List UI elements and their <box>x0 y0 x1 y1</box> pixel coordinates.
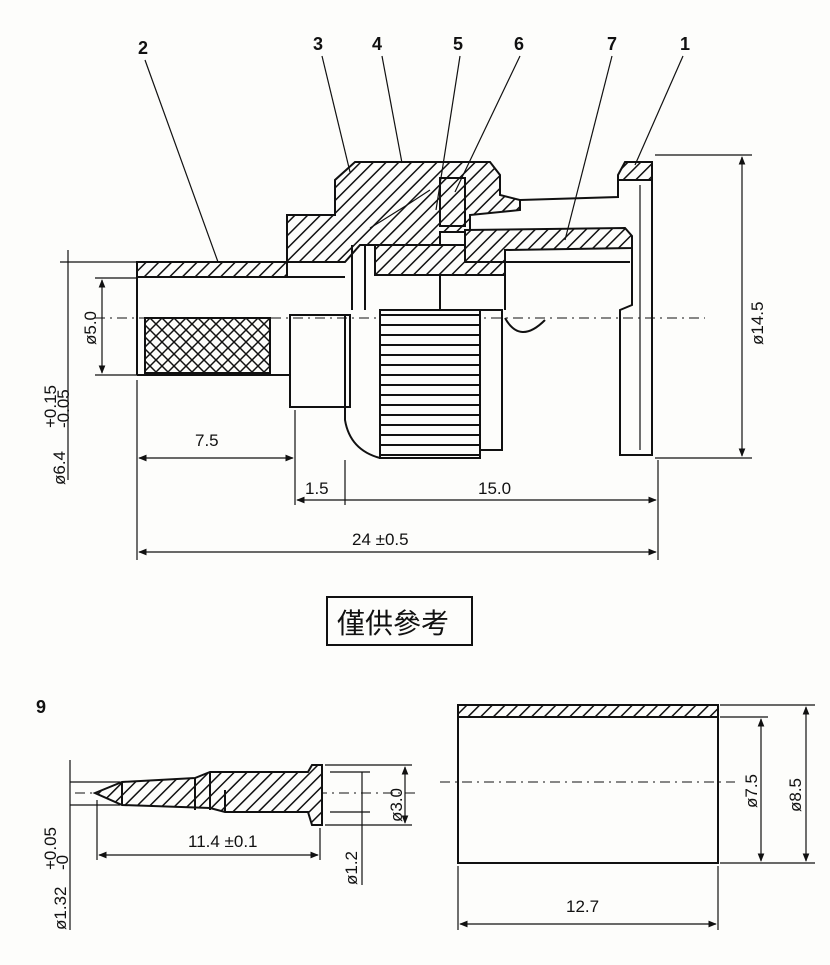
pin-body <box>92 764 323 826</box>
part-label-3: 3 <box>313 34 323 54</box>
dim-outer-dia: ø14.5 <box>748 302 767 345</box>
dim-pin-tip-upper: +0.05 <box>41 827 60 870</box>
sleeve-view: ø7.5 ø8.5 12.7 <box>440 704 815 930</box>
part-label-2: 2 <box>138 38 148 58</box>
dim-inner-dia: ø5.0 <box>81 311 100 345</box>
dim-tol-lower: -0.05 <box>54 389 73 428</box>
dim-tol-upper: +0.15 <box>41 385 60 428</box>
sleeve-wall-top <box>457 704 719 718</box>
dim-sleeve-inner: ø7.5 <box>742 774 761 808</box>
reference-note-box: 僅供參考 <box>326 596 473 646</box>
dim-len-total: 24 ±0.5 <box>352 530 409 549</box>
part-label-4: 4 <box>372 34 382 54</box>
outer-shell <box>464 226 633 263</box>
dim-pin-shaft: ø1.2 <box>342 851 361 885</box>
dim-len-c: 15.0 <box>478 479 511 498</box>
front-body <box>289 314 351 408</box>
dielectric-ring <box>439 177 466 227</box>
cable-braid <box>144 317 271 374</box>
part-label-5: 5 <box>453 34 463 54</box>
knurled-ring <box>379 309 481 459</box>
part-label-6: 6 <box>514 34 524 54</box>
main-connector-view: 2 3 4 5 6 7 1 ø14.5 ø5.0 ø6.4 +0.15 -0.0… <box>41 34 767 560</box>
reference-note-text: 僅供參考 <box>337 607 449 640</box>
part-label-9: 9 <box>36 697 46 717</box>
dim-len-b: 1.5 <box>305 479 329 498</box>
crimp-tube-top <box>136 261 288 278</box>
dim-pin-length: 11.4 ±0.1 <box>188 832 258 851</box>
dim-pin-tip-lower: -0 <box>53 855 72 870</box>
dim-tol-dia: ø6.4 <box>50 451 69 485</box>
part-label-7: 7 <box>607 34 617 54</box>
dim-sleeve-length: 12.7 <box>566 897 599 916</box>
part-label-1: 1 <box>680 34 690 54</box>
dim-len-a: 7.5 <box>195 431 219 450</box>
dim-pin-head: ø3.0 <box>387 788 406 822</box>
dim-sleeve-outer: ø8.5 <box>786 778 805 812</box>
pin-view: 9 11.4 ±0.1 ø3.0 ø1.2 ø1.32 +0.05 -0 <box>36 697 420 930</box>
dim-pin-tip: ø1.32 <box>51 887 70 930</box>
sleeve-body <box>457 704 719 864</box>
